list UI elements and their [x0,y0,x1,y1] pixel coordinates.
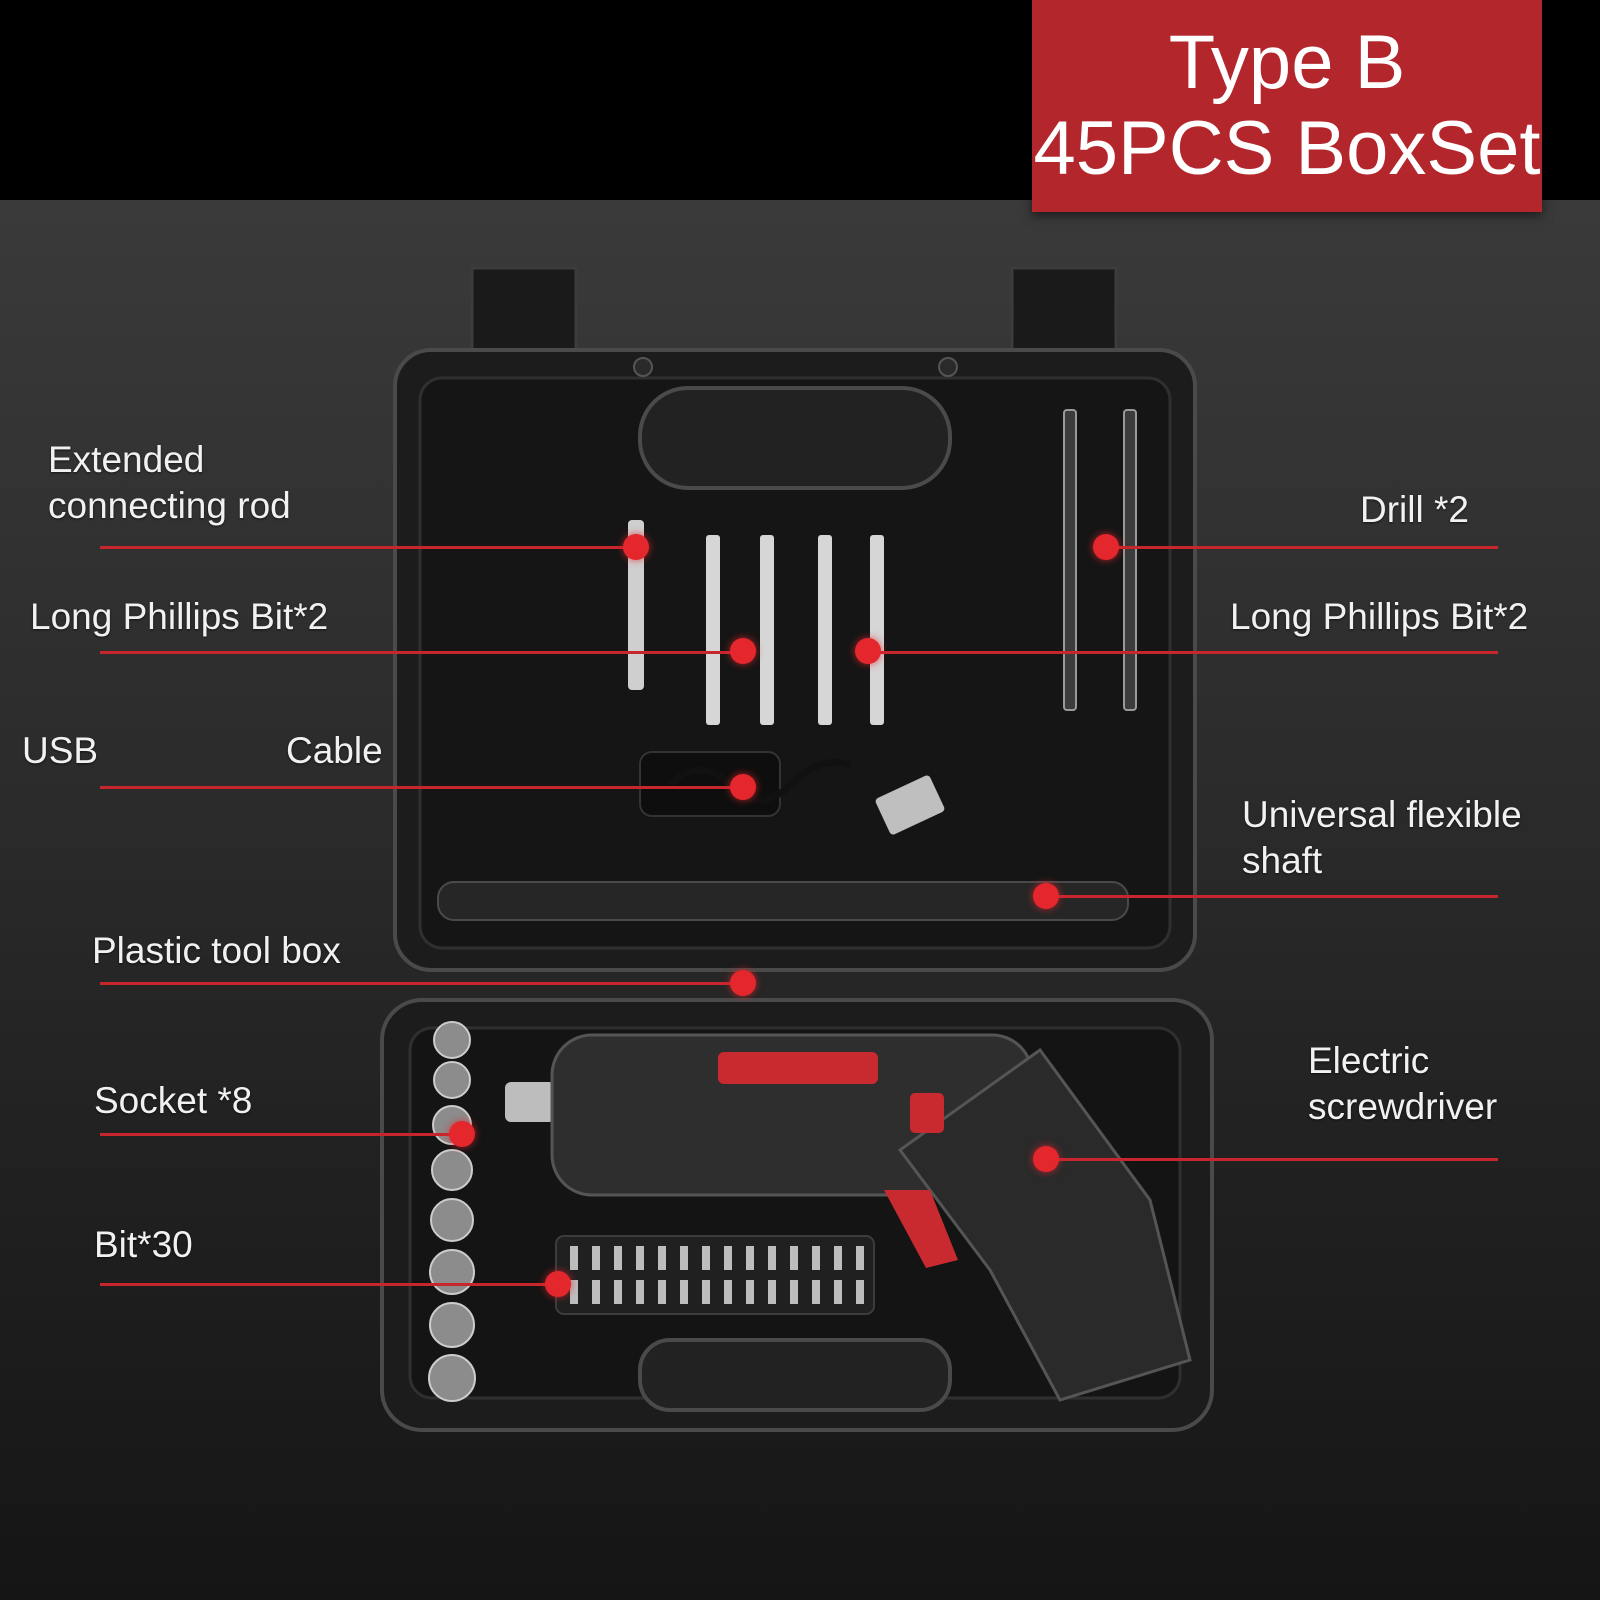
leader-bit [100,1283,558,1286]
label-electric-screwdriver-line-2: screwdriver [1308,1086,1498,1127]
long-bit [760,535,774,725]
drill-bit [1123,409,1137,711]
usb-cable [667,759,852,804]
label-flexible-shaft-line-1: Universal flexible [1242,794,1522,835]
leader-plastic-tool-box [100,982,743,985]
marker-flexible-shaft [1033,883,1059,909]
leader-long-phillips-right [868,651,1498,654]
leader-extended-rod [100,546,636,549]
label-electric-screwdriver-line-1: Electric [1308,1040,1430,1081]
marker-extended-rod [623,534,649,560]
marker-long-phillips-left [730,638,756,664]
base-handle [638,1338,952,1412]
case-lid-inner [418,376,1172,950]
leader-drill [1106,546,1498,549]
long-bit [818,535,832,725]
label-bit: Bit*30 [94,1224,193,1265]
label-extended-rod-line-1: Extended [48,439,205,480]
title-line-2: 45PCS BoxSet [1033,106,1541,191]
marker-electric-screwdriver [1033,1146,1059,1172]
lid-handle-recess [638,386,952,490]
label-plastic-tool-box: Plastic tool box [92,930,341,971]
marker-bit [545,1271,571,1297]
usb-plug [875,775,945,835]
leader-long-phillips-left [100,651,743,654]
drill-bit [1063,409,1077,711]
label-drill: Drill *2 [1360,489,1469,530]
label-cable: Cable [286,730,383,771]
leader-flexible-shaft [1046,895,1498,898]
flexible-shaft [437,881,1129,921]
label-flexible-shaft-line-2: shaft [1242,840,1323,881]
label-extended-rod-line-2: connecting rod [48,485,291,526]
bits [570,1246,864,1304]
label-long-phillips-left: Long Phillips Bit*2 [30,596,329,637]
title-banner: Type B 45PCS BoxSet [1032,0,1542,212]
label-socket: Socket *8 [94,1080,253,1121]
bit-rack [555,1235,875,1315]
marker-socket [449,1121,475,1147]
marker-long-phillips-right [855,638,881,664]
title-line-1: Type B [1168,20,1406,105]
label-usb: USB [22,730,99,771]
long-bit [706,535,720,725]
leader-usb-cable [100,786,743,789]
marker-plastic-tool-box [730,970,756,996]
marker-drill [1093,534,1119,560]
electric-screwdriver [505,1033,1192,1402]
extended-rod [628,520,644,690]
label-long-phillips-right: Long Phillips Bit*2 [1230,596,1529,637]
marker-usb-cable [730,774,756,800]
usb-cable-bay [639,751,781,817]
leader-socket [100,1133,462,1136]
long-bit [870,535,884,725]
leader-electric-screwdriver [1046,1158,1498,1161]
